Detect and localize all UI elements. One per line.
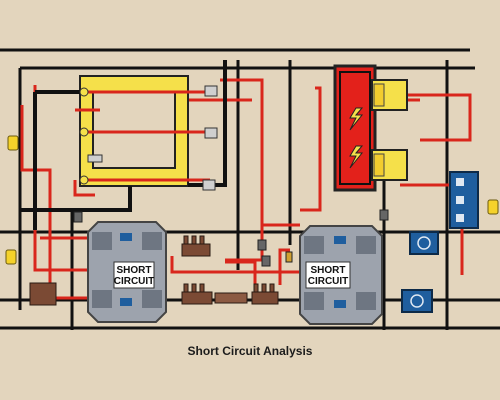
bus-lines — [0, 48, 500, 330]
frame-wires — [20, 60, 227, 230]
frame-red-wires — [75, 90, 210, 182]
module-label-line1: SHORT — [311, 265, 346, 276]
lightning-bolt-icon — [349, 107, 364, 131]
lightning-bolt-icon — [349, 145, 364, 169]
indicator-lamps — [5, 135, 499, 265]
diagram-caption: Short Circuit Analysis — [187, 344, 313, 358]
cable-clips — [73, 209, 389, 267]
short-circuit-module-right: SHORT CIRCUIT — [299, 225, 383, 325]
red-wires — [20, 78, 472, 300]
module-label-line2: CIRCUIT — [308, 276, 349, 287]
relay-icon — [401, 171, 479, 313]
module-label-line1: SHORT — [117, 265, 152, 276]
short-circuit-module-left: SHORT CIRCUIT — [87, 221, 167, 323]
module-label-line2: CIRCUIT — [114, 276, 155, 287]
terminal-block-icon — [29, 235, 279, 306]
fuse-icon — [79, 85, 218, 191]
red-distribution-panel — [333, 64, 408, 192]
